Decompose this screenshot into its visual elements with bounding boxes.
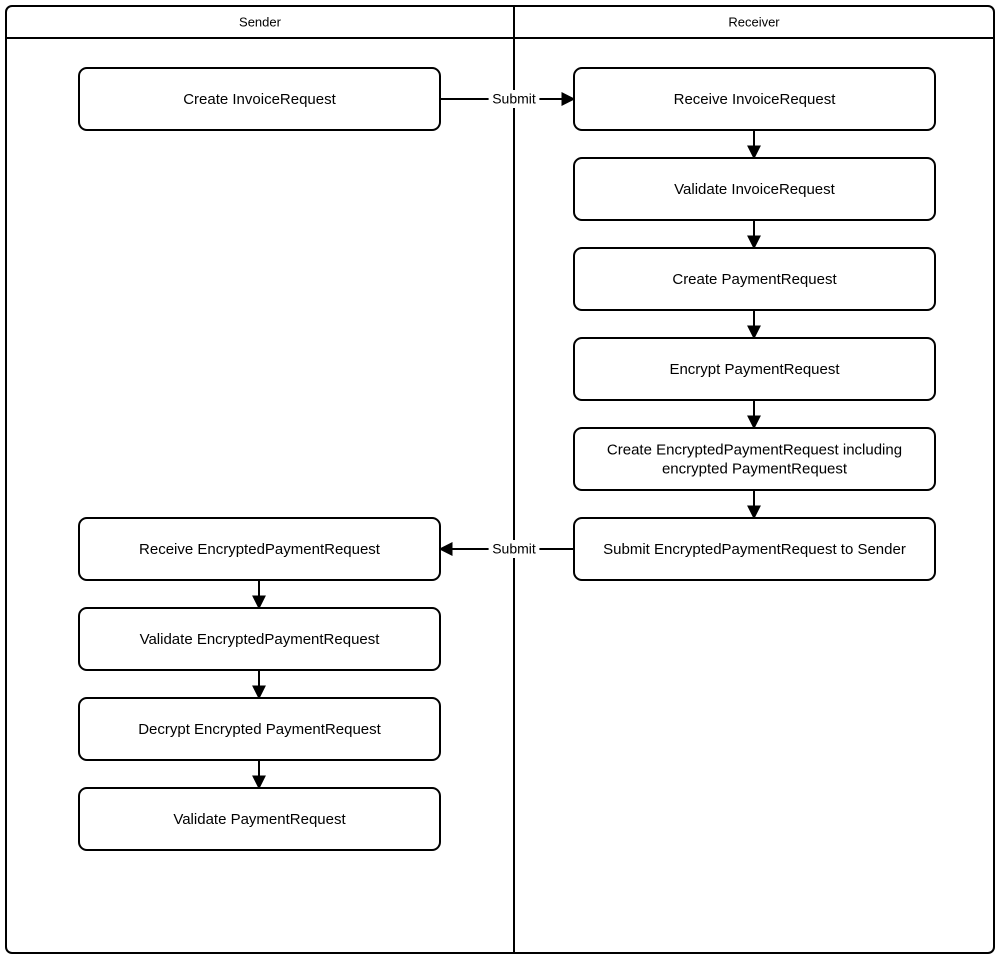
node-validate-paymentrequest[interactable]: Validate PaymentRequest	[78, 787, 441, 851]
node-label: Create PaymentRequest	[672, 271, 837, 288]
node-encrypt-paymentrequest[interactable]: Encrypt PaymentRequest	[573, 337, 936, 401]
node-create-paymentrequest[interactable]: Create PaymentRequest	[573, 247, 936, 311]
lane-header-label-receiver: Receiver	[728, 14, 780, 29]
edge-label: Submit	[492, 91, 536, 107]
node-create-encryptedpaymentrequest[interactable]: Create EncryptedPaymentRequest including…	[573, 427, 936, 491]
node-label: Validate InvoiceRequest	[674, 181, 835, 198]
node-label: Create EncryptedPaymentRequest including	[607, 441, 902, 458]
edge-edge-submit-encryptedpaymentrequest: Submit	[438, 540, 574, 558]
node-receive-encryptedpaymentrequest[interactable]: Receive EncryptedPaymentRequest	[78, 517, 441, 581]
node-box[interactable]	[573, 337, 936, 401]
node-label: Submit EncryptedPaymentRequest to Sender	[603, 541, 906, 558]
node-box[interactable]	[573, 157, 936, 221]
swimlane-receiver: Receiver	[513, 6, 994, 953]
node-box[interactable]	[573, 427, 936, 491]
node-box[interactable]	[78, 517, 441, 581]
node-box[interactable]	[573, 67, 936, 131]
swimlane-sender: Sender	[6, 14, 514, 39]
node-submit-encryptedpaymentrequest-to-sender[interactable]: Submit EncryptedPaymentRequest to Sender	[573, 517, 936, 581]
node-decrypt-encrypted-paymentrequest[interactable]: Decrypt Encrypted PaymentRequest	[78, 697, 441, 761]
node-validate-encryptedpaymentrequest[interactable]: Validate EncryptedPaymentRequest	[78, 607, 441, 671]
node-create-invoicerequest[interactable]: Create InvoiceRequest	[78, 67, 441, 131]
node-label: Encrypt PaymentRequest	[669, 361, 840, 378]
node-box[interactable]	[78, 67, 441, 131]
edge-label: Submit	[492, 541, 536, 557]
edge-label-backdrop	[488, 90, 540, 108]
node-validate-invoicerequest[interactable]: Validate InvoiceRequest	[573, 157, 936, 221]
lane-header-label-sender: Sender	[239, 14, 282, 29]
node-label: Receive EncryptedPaymentRequest	[139, 541, 381, 558]
node-receive-invoicerequest[interactable]: Receive InvoiceRequest	[573, 67, 936, 131]
node-label: Receive InvoiceRequest	[674, 91, 837, 108]
node-label: Validate EncryptedPaymentRequest	[140, 631, 381, 648]
node-box[interactable]	[78, 787, 441, 851]
edge-edge-submit-invoicerequest: Submit	[440, 90, 576, 108]
node-box[interactable]	[78, 607, 441, 671]
edge-label-backdrop	[488, 540, 540, 558]
node-label: Create InvoiceRequest	[183, 91, 336, 108]
node-label: encrypted PaymentRequest	[662, 460, 848, 477]
node-box[interactable]	[573, 247, 936, 311]
node-label: Decrypt Encrypted PaymentRequest	[138, 721, 381, 738]
node-box[interactable]	[573, 517, 936, 581]
nodes-layer: Create InvoiceRequest Receive InvoiceRequ…	[78, 67, 936, 851]
node-box[interactable]	[78, 697, 441, 761]
node-label: Validate PaymentRequest	[173, 811, 346, 828]
